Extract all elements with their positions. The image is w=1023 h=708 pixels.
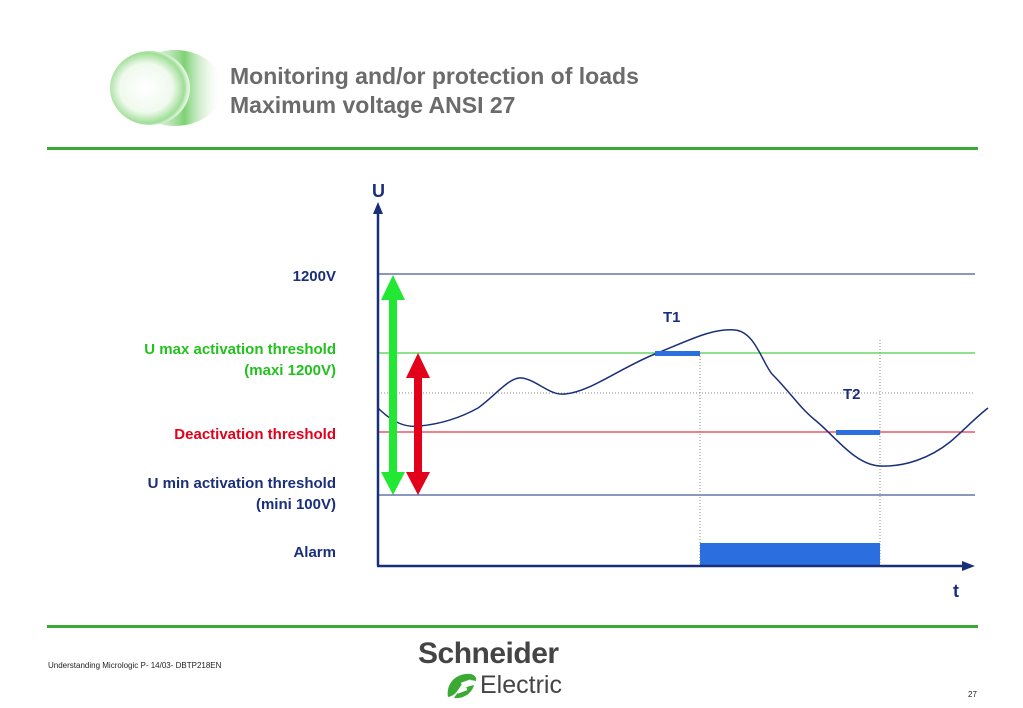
slide-title-line1: Monitoring and/or protection of loads	[230, 63, 639, 89]
label-umax-threshold: U max activation threshold (maxi 1200V)	[144, 339, 336, 381]
footer-doc-reference: Understanding Micrologic P- 14/03- DBTP2…	[48, 661, 222, 670]
schneider-electric-logo: Schneider Electric	[418, 637, 588, 702]
header-divider	[47, 147, 978, 150]
page-number: 27	[968, 690, 977, 699]
x-axis-label: t	[953, 581, 959, 601]
y-axis-arrowhead	[373, 202, 383, 214]
green-range-arrow	[381, 275, 405, 495]
label-umin-line1: U min activation threshold	[147, 475, 336, 492]
brand-leaf-icon	[447, 673, 477, 699]
slide-logo-blob	[110, 50, 223, 126]
label-umin-threshold: U min activation threshold (mini 100V)	[148, 473, 336, 515]
t2-delay-bar	[836, 430, 880, 435]
voltage-curve	[377, 329, 989, 467]
label-1200v: 1200V	[292, 268, 336, 285]
red-range-arrow	[406, 353, 430, 495]
y-axis-label: U	[372, 181, 385, 201]
label-umax-line2: (maxi 1200V)	[244, 362, 336, 379]
t2-label: T2	[843, 386, 861, 403]
label-umin-line2: (mini 100V)	[255, 496, 336, 513]
brand-sub: Electric	[480, 671, 562, 699]
footer-divider	[47, 625, 978, 628]
alarm-bar	[700, 543, 880, 566]
t1-label: T1	[663, 309, 681, 326]
label-alarm: Alarm	[293, 544, 336, 561]
slide-title: Monitoring and/or protection of loads Ma…	[230, 62, 639, 120]
label-umax-line1: U max activation threshold	[144, 341, 336, 358]
t1-delay-bar	[655, 351, 700, 356]
brand-name: Schneider	[418, 637, 559, 670]
slide-title-line2: Maximum voltage ANSI 27	[230, 92, 516, 118]
x-axis-arrowhead	[962, 561, 975, 571]
label-deactivation-threshold: Deactivation threshold	[174, 426, 336, 443]
